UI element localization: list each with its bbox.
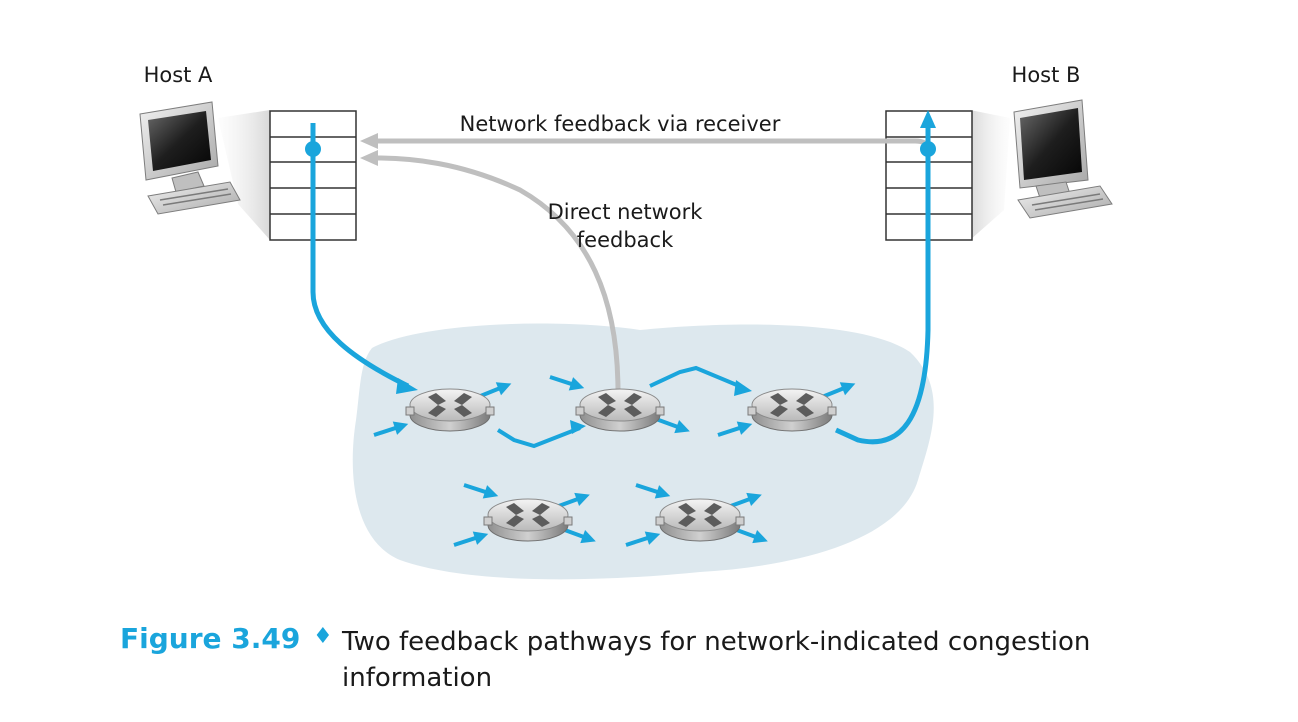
host-b-computer-icon [970,99,1113,240]
direct-feedback-label-line1: Direct network [548,200,704,224]
direct-feedback-path [360,150,621,393]
receiver-feedback-label: Network feedback via receiver [460,112,781,136]
host-b-label: Host B [1012,63,1081,87]
host-a-label: Host A [144,63,213,87]
host-a-computer-icon [139,101,270,240]
caption-separator-icon: ♦ [313,624,333,649]
data-path [305,110,936,449]
direct-feedback-label-line2: feedback [577,228,674,252]
figure-number: Figure 3.49 [120,622,301,655]
congestion-feedback-diagram: Host A Host B Network feedback via recei… [139,63,1113,580]
caption-text: Two feedback pathways for network-indica… [342,627,1091,693]
